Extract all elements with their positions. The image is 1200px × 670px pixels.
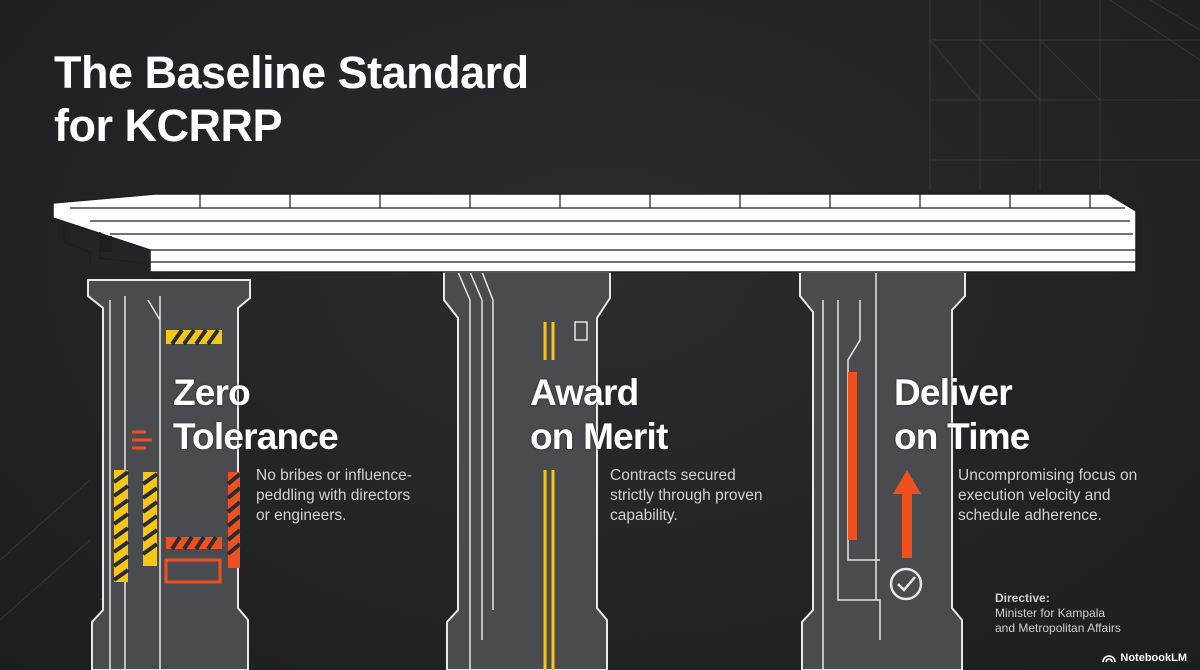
brand-name: NotebookLM: [1120, 652, 1187, 664]
directive-label: Directive:: [995, 591, 1050, 605]
directive-note: Directive: Minister for Kampala and Metr…: [995, 591, 1121, 636]
page-title: The Baseline Standard for KCRRP: [54, 46, 529, 152]
pillar-heading-zero-tolerance: Zero Tolerance: [173, 371, 339, 459]
directive-line: Minister for Kampala: [995, 606, 1106, 620]
pillar-center: [443, 271, 611, 670]
page-title-line1: The Baseline Standard: [54, 47, 529, 98]
page-title-line2: for KCRRP: [54, 100, 282, 151]
pillar-description-zero-tolerance: No bribes or influence-peddling with dir…: [256, 467, 412, 524]
brand-badge: NotebookLM: [1102, 652, 1187, 664]
pillar-heading-deliver-on-time: Deliver on Time: [894, 371, 1030, 459]
notebooklm-logo-icon: [1102, 655, 1117, 663]
heading-line: Award: [530, 372, 639, 413]
pillar-description-deliver-on-time: Uncompromising focus on execution veloci…: [958, 467, 1138, 524]
pillar-right: [799, 271, 966, 670]
heading-line: on Merit: [530, 416, 668, 457]
hazard-stripes-left: [112, 328, 242, 584]
heading-line: on Time: [894, 416, 1030, 457]
heading-line: Deliver: [894, 372, 1013, 413]
checkmark-circle-icon: [889, 567, 923, 601]
heading-line: Zero: [173, 372, 251, 413]
pillar-left: [87, 279, 251, 670]
directive-line: and Metropolitan Affairs: [995, 621, 1121, 635]
heading-line: Tolerance: [173, 416, 339, 457]
pillar-heading-award-on-merit: Award on Merit: [530, 371, 668, 459]
pillar-description-award-on-merit: Contracts secured strictly through prove…: [610, 467, 763, 524]
bridge-deck: [52, 193, 1137, 273]
